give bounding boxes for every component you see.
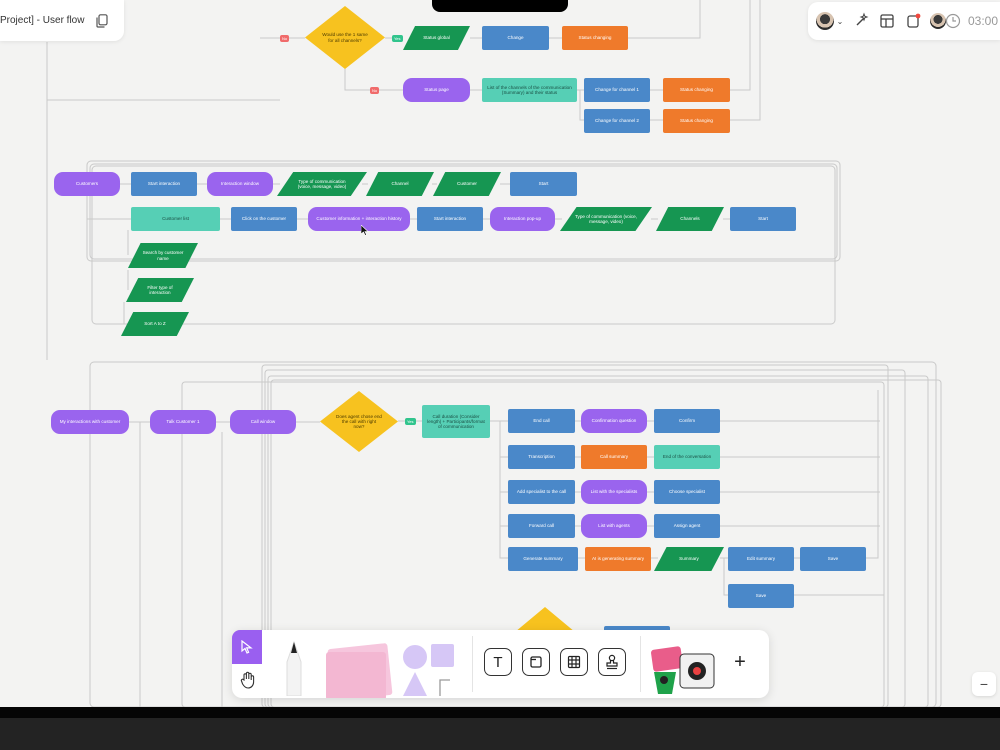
layout-icon[interactable]	[878, 12, 896, 30]
choose-specialist-node[interactable]: Choose specialist	[654, 480, 720, 504]
cursor-icon	[241, 640, 253, 654]
flow-connectors	[46, 0, 942, 707]
toolbar-separator	[472, 636, 473, 692]
hand-icon	[240, 671, 255, 689]
frame-icon	[530, 656, 542, 668]
stamp-icon	[606, 654, 618, 670]
user-avatar[interactable]	[816, 12, 834, 30]
timer-icon[interactable]	[944, 12, 962, 30]
customer-information-node[interactable]: Customer information + interaction histo…	[308, 207, 410, 231]
filter-type-node[interactable]: Filter type of interaction	[126, 278, 194, 302]
table-tool[interactable]	[560, 648, 588, 676]
start-node[interactable]: Start	[510, 172, 577, 196]
status-page-node[interactable]: Status page	[403, 78, 470, 102]
chevron-down-icon[interactable]: ⌄	[836, 16, 844, 26]
status-changing-node[interactable]: Status changing	[562, 26, 628, 50]
channels-node[interactable]: Channels	[656, 207, 724, 231]
toolbar-separator-2	[640, 636, 641, 692]
confirm-node[interactable]: Confirm	[654, 409, 720, 433]
no-label: No	[280, 35, 290, 42]
list-specialists-node[interactable]: List with the specialists	[581, 480, 647, 504]
top-right-controls: ⌄ 03:00	[808, 2, 1000, 40]
text-icon: T	[493, 653, 503, 671]
save-node[interactable]: Save	[800, 547, 866, 571]
camera-notch	[432, 0, 568, 12]
list-agents-node[interactable]: List with agents	[581, 514, 647, 538]
yes-label: Yes	[392, 35, 403, 42]
board-title[interactable]: Project] - User flow	[0, 15, 85, 26]
call-summary-node[interactable]: Call summary	[581, 445, 647, 469]
copy-icon[interactable]	[96, 13, 109, 28]
change-channel-2-node[interactable]: Change for channel 2	[584, 109, 650, 133]
end-of-conversation-node[interactable]: End of the conversation	[654, 445, 720, 469]
search-by-customer-node[interactable]: Search by customer name	[128, 243, 198, 268]
stamp-tool[interactable]	[598, 648, 626, 676]
table-icon	[567, 655, 581, 669]
ai-generating-node[interactable]: AI is generating summary	[585, 547, 651, 571]
start-2-node[interactable]: Start	[730, 207, 796, 231]
collaborator-avatar[interactable]	[930, 13, 946, 29]
click-on-customer-node[interactable]: Click on the customer	[231, 207, 297, 231]
board-title-card: Project] - User flow	[0, 0, 124, 41]
interaction-window-node[interactable]: Interaction window	[207, 172, 273, 196]
magic-sparkle-icon[interactable]	[852, 12, 870, 30]
timer-value: 03:00	[968, 14, 999, 28]
change-node[interactable]: Change	[482, 26, 549, 50]
sort-a-to-z-node[interactable]: Sort A to Z	[121, 312, 189, 336]
status-changing-2-node[interactable]: Status changing	[663, 109, 730, 133]
interaction-pop-up-node[interactable]: Interaction pop-up	[490, 207, 555, 231]
frame-tool[interactable]	[522, 648, 550, 676]
status-global-node[interactable]: Status global	[403, 26, 470, 50]
hand-tool[interactable]	[236, 668, 260, 692]
start-interaction-node[interactable]: Start interaction	[131, 172, 197, 196]
save-2-node[interactable]: Save	[728, 584, 794, 608]
call-window-node[interactable]: Call window	[230, 410, 296, 434]
creation-toolbar: T +	[232, 630, 769, 698]
customers-node[interactable]: Customers	[54, 172, 120, 196]
more-tools-button[interactable]: +	[726, 648, 754, 676]
text-tool[interactable]: T	[484, 648, 512, 676]
channel-list-node[interactable]: List of the channels of the communicatio…	[482, 78, 577, 102]
talk-customer-node[interactable]: Talk Customer 1	[150, 410, 216, 434]
forward-call-node[interactable]: Forward call	[508, 514, 575, 538]
start-interaction-2-node[interactable]: Start interaction	[417, 207, 483, 231]
minus-icon: −	[979, 676, 989, 692]
channel-node[interactable]: Channel	[366, 172, 434, 196]
confirmation-question-node[interactable]: Confirmation question	[581, 409, 647, 433]
shapes-icon[interactable]	[400, 640, 458, 698]
status-changing-1-node[interactable]: Status changing	[663, 78, 730, 102]
notification-icon[interactable]	[904, 12, 922, 30]
whiteboard-canvas[interactable]: Would use the 1 same for all channels? N…	[0, 0, 1000, 707]
generate-summary-node[interactable]: Generate summary	[508, 547, 578, 571]
bottom-strip	[0, 707, 1000, 718]
customer-node[interactable]: Customer	[433, 172, 501, 196]
edit-summary-node[interactable]: Edit summary	[728, 547, 794, 571]
end-call-node[interactable]: End call	[508, 409, 575, 433]
my-interactions-node[interactable]: My interactions with customer	[51, 410, 129, 434]
plus-icon: +	[734, 650, 746, 673]
zoom-out-button[interactable]: −	[972, 672, 996, 696]
pen-icon[interactable]	[282, 638, 306, 696]
customer-list-node[interactable]: Customer list	[131, 207, 220, 231]
transcription-node[interactable]: Transcription	[508, 445, 575, 469]
summary-node[interactable]: Summary	[654, 547, 724, 571]
assign-agent-node[interactable]: Assign agent	[654, 514, 720, 538]
mouse-cursor-icon	[361, 225, 369, 236]
add-specialist-node[interactable]: Add specialist to the call	[508, 480, 575, 504]
stickers-icon[interactable]	[650, 644, 720, 696]
select-tool[interactable]	[232, 630, 262, 664]
type-of-communication-node[interactable]: Type of communication (voice, message, v…	[277, 172, 367, 196]
type-of-communication-2-node[interactable]: Type of communication (voice, message, v…	[560, 207, 652, 231]
change-channel-1-node[interactable]: Change for channel 1	[584, 78, 650, 102]
call-duration-node[interactable]: Call duration (Consider length) + Partic…	[422, 405, 490, 438]
bottom-bar	[0, 707, 1000, 750]
no-label-2: No	[370, 87, 380, 94]
yes-label-3: Yes	[405, 418, 416, 425]
sticky-note-icon[interactable]	[322, 640, 394, 698]
